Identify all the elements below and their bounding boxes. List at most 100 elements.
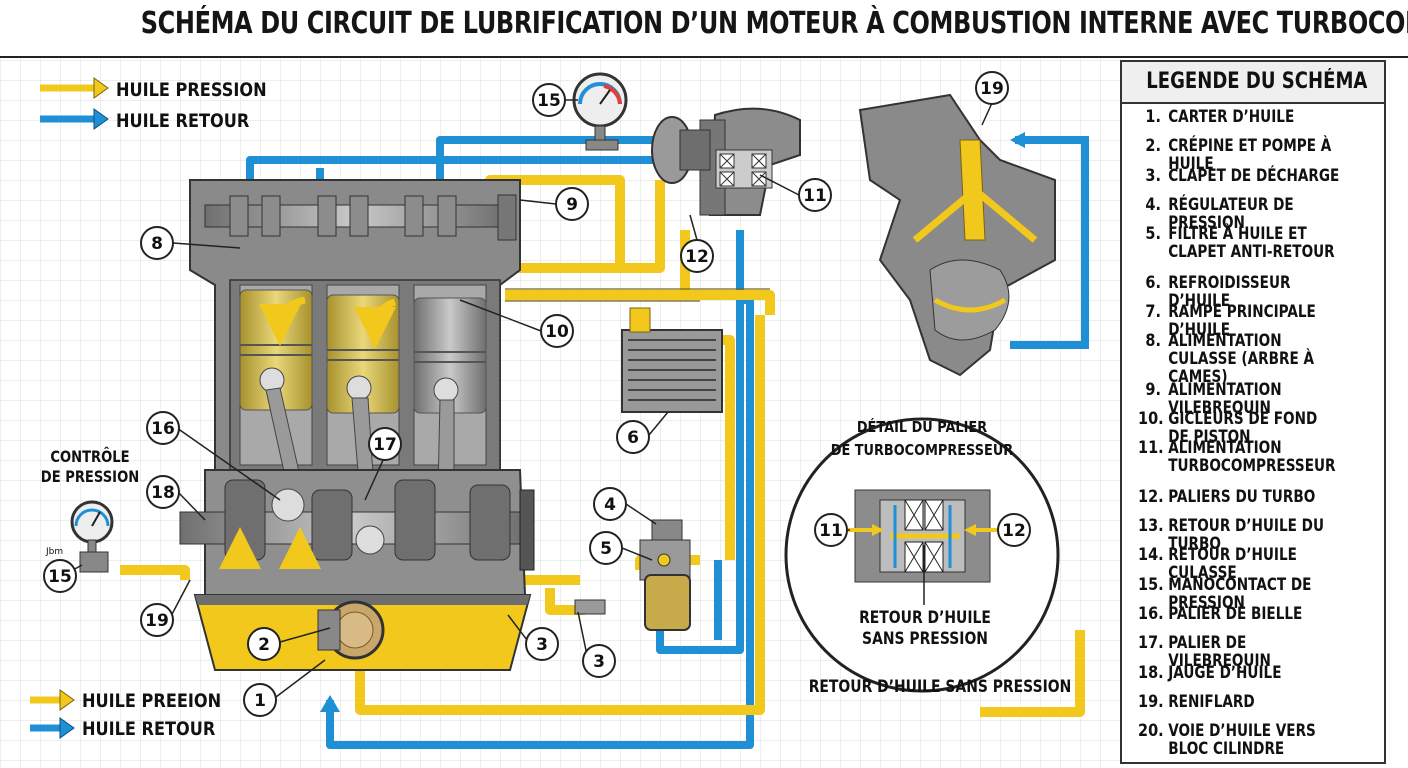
legend-item-number: 2	[1138, 137, 1161, 155]
legend-item-label: CARTER D’HUILE	[1168, 107, 1295, 127]
legend-item-label: ALIMENTATION CULASSE (ARBRE À CAMES)	[1168, 331, 1315, 388]
legend-item-number: 7	[1138, 303, 1161, 321]
svg-text:15: 15	[537, 91, 561, 111]
legend-item-label: PALIER DE VILEBREQUIN	[1168, 633, 1271, 672]
callout-10: 10	[540, 314, 574, 348]
pressure-control-line1: CONTRÔLE	[50, 447, 129, 467]
callout-12: 12	[680, 239, 714, 273]
legend-item-number: 19	[1138, 693, 1161, 711]
legend-panel: LEGENDE DU SCHÉMA 1 CARTER D’HUILE 2CRÉPIN…	[1120, 60, 1386, 764]
callout-19-top: 19	[975, 71, 1009, 105]
legend-item-label: RENIFLARD	[1168, 691, 1255, 712]
legend-item-label: PALIERS DU TURBO	[1168, 486, 1316, 507]
detail-return-line1: RETOUR D’HUILE	[859, 608, 991, 628]
callout-2: 2	[247, 627, 281, 661]
relief-valve	[574, 599, 606, 615]
legend-item: 20VOIE D’HUILE VERS BLOC CILINDRE	[1134, 722, 1384, 758]
legend-item: 9 ALIMENTATION VILEBREQUIN	[1134, 381, 1384, 417]
svg-text:1: 1	[254, 691, 266, 711]
engine-diagram: HUILE PRESSION HUILE RETOUR HUILE PREEIO…	[0, 58, 1120, 768]
turbo-section-view	[858, 93, 1089, 377]
legend-item-number: 16	[1138, 605, 1161, 623]
legend-item: 2CRÉPINE ET POMPE À HUILE	[1134, 137, 1384, 173]
legend-item-number: 15	[1138, 576, 1161, 594]
legend-item-label: RETOUR D’HUILE DU TURBO	[1168, 516, 1325, 555]
key-top: HUILE PRESSION HUILE RETOUR	[40, 77, 267, 133]
pressure-gauge-left: Jbm	[45, 500, 114, 573]
legend-item: 3CLAPET DE DÉCHARGE	[1134, 167, 1384, 196]
engine-block	[179, 179, 535, 671]
legend-item-number: 14	[1138, 546, 1161, 564]
svg-text:10: 10	[545, 322, 569, 342]
turbocharger	[651, 107, 801, 216]
oil-filter	[639, 519, 691, 631]
callout-11-detail: 11	[814, 513, 848, 547]
legend-item: 18 JAUGE D’HUILE	[1134, 664, 1384, 693]
callout-12-detail: 12	[997, 513, 1031, 547]
legend-item-number: 10	[1138, 410, 1161, 428]
legend-item: 1 CARTER D’HUILE	[1134, 108, 1384, 137]
callout-9: 9	[555, 187, 589, 221]
legend-item-number: 6	[1138, 274, 1161, 292]
legend-item: 11ALIMENTATION TURBOCOMPRESSEUR	[1134, 439, 1384, 488]
legend-item-number: 8	[1138, 332, 1161, 350]
legend-item-label: MANOCONTACT DE PRESSION	[1168, 574, 1312, 613]
callout-3b: 3	[582, 644, 616, 678]
legend-item: 17 PALIER DE VILEBREQUIN	[1134, 634, 1384, 670]
legend-title: LEGENDE DU SCHÉMA	[1122, 62, 1384, 104]
legend-item-label: ALIMENTATION VILEBREQUIN	[1168, 379, 1282, 418]
callout-18: 18	[146, 475, 180, 509]
svg-text:8: 8	[151, 234, 163, 254]
turbo-bearing-detail: DÉTAIL DU PALIER DE TURBOCOMPRESSEUR RET…	[784, 417, 1060, 693]
svg-text:12: 12	[1002, 521, 1026, 541]
legend-item-label: GICLEURS DE FOND DE PISTON	[1168, 409, 1318, 448]
legend-item: 16PALIER DE BIELLE	[1134, 605, 1384, 634]
svg-text:5: 5	[600, 539, 612, 559]
pressure-oil-outlines	[505, 288, 770, 302]
callout-6: 6	[616, 420, 650, 454]
legend-item-number: 5	[1138, 225, 1161, 243]
svg-text:16: 16	[151, 419, 175, 439]
legend-item-label: JAUGE D’HUILE	[1168, 662, 1282, 683]
svg-text:12: 12	[685, 247, 709, 267]
legend-item-label: RÉGULATEUR DE PRESSION	[1168, 194, 1294, 233]
legend-item: 13RETOUR D’HUILE DU TURBO	[1134, 517, 1384, 553]
legend-item-number: 9	[1138, 381, 1161, 399]
legend-item: 19 RENIFLARD	[1134, 693, 1384, 722]
legend-item-number: 18	[1138, 664, 1161, 682]
detail-title-line1: DÉTAIL DU PALIER	[857, 418, 988, 436]
key-top-return-label: HUILE RETOUR	[116, 111, 250, 133]
key-bottom-return-label: HUILE RETOUR	[82, 719, 216, 741]
legend-item: 15 MANOCONTACT DE PRESSION	[1134, 576, 1384, 612]
svg-text:11: 11	[819, 521, 843, 541]
key-top-pressure-label: HUILE PRESSION	[116, 80, 267, 102]
leader-lines	[61, 99, 993, 701]
svg-text:3: 3	[536, 635, 548, 655]
callout-17: 17	[368, 427, 402, 461]
legend-item: 6REFROIDISSEUR D’HUILE	[1134, 274, 1384, 310]
callout-3a: 3	[525, 627, 559, 661]
callout-15-left: 15	[43, 559, 77, 593]
oil-cooler	[621, 307, 723, 413]
pressure-control-line2: DE PRESSION	[41, 468, 139, 487]
legend-item-label: CLAPET DE DÉCHARGE	[1168, 165, 1340, 186]
pressure-gauge-top	[572, 72, 628, 151]
feed-arrows	[219, 296, 397, 569]
svg-text:9: 9	[566, 195, 578, 215]
legend-item: 7RAMPE PRINCIPALE D’HUILE	[1134, 303, 1384, 339]
legend-item-number: 17	[1138, 634, 1161, 652]
callout-8: 8	[140, 226, 174, 260]
return-arrow-sump	[320, 695, 340, 712]
legend-item-number: 1	[1138, 108, 1161, 126]
svg-text:17: 17	[373, 435, 397, 455]
legend-item: 14RETOUR D’HUILE CULASSE	[1134, 546, 1384, 582]
svg-text:3: 3	[593, 652, 605, 672]
callouts: 8 9 10 11 12 15 19 16 17 18 15 19 4 5 6 …	[43, 71, 1031, 717]
svg-text:2: 2	[258, 635, 270, 655]
callout-4: 4	[593, 487, 627, 521]
callout-5: 5	[589, 531, 623, 565]
callout-11: 11	[798, 178, 832, 212]
legend-item-number: 11	[1138, 439, 1161, 457]
svg-text:15: 15	[48, 567, 72, 587]
legend-item: 12PALIERS DU TURBO	[1134, 488, 1384, 517]
